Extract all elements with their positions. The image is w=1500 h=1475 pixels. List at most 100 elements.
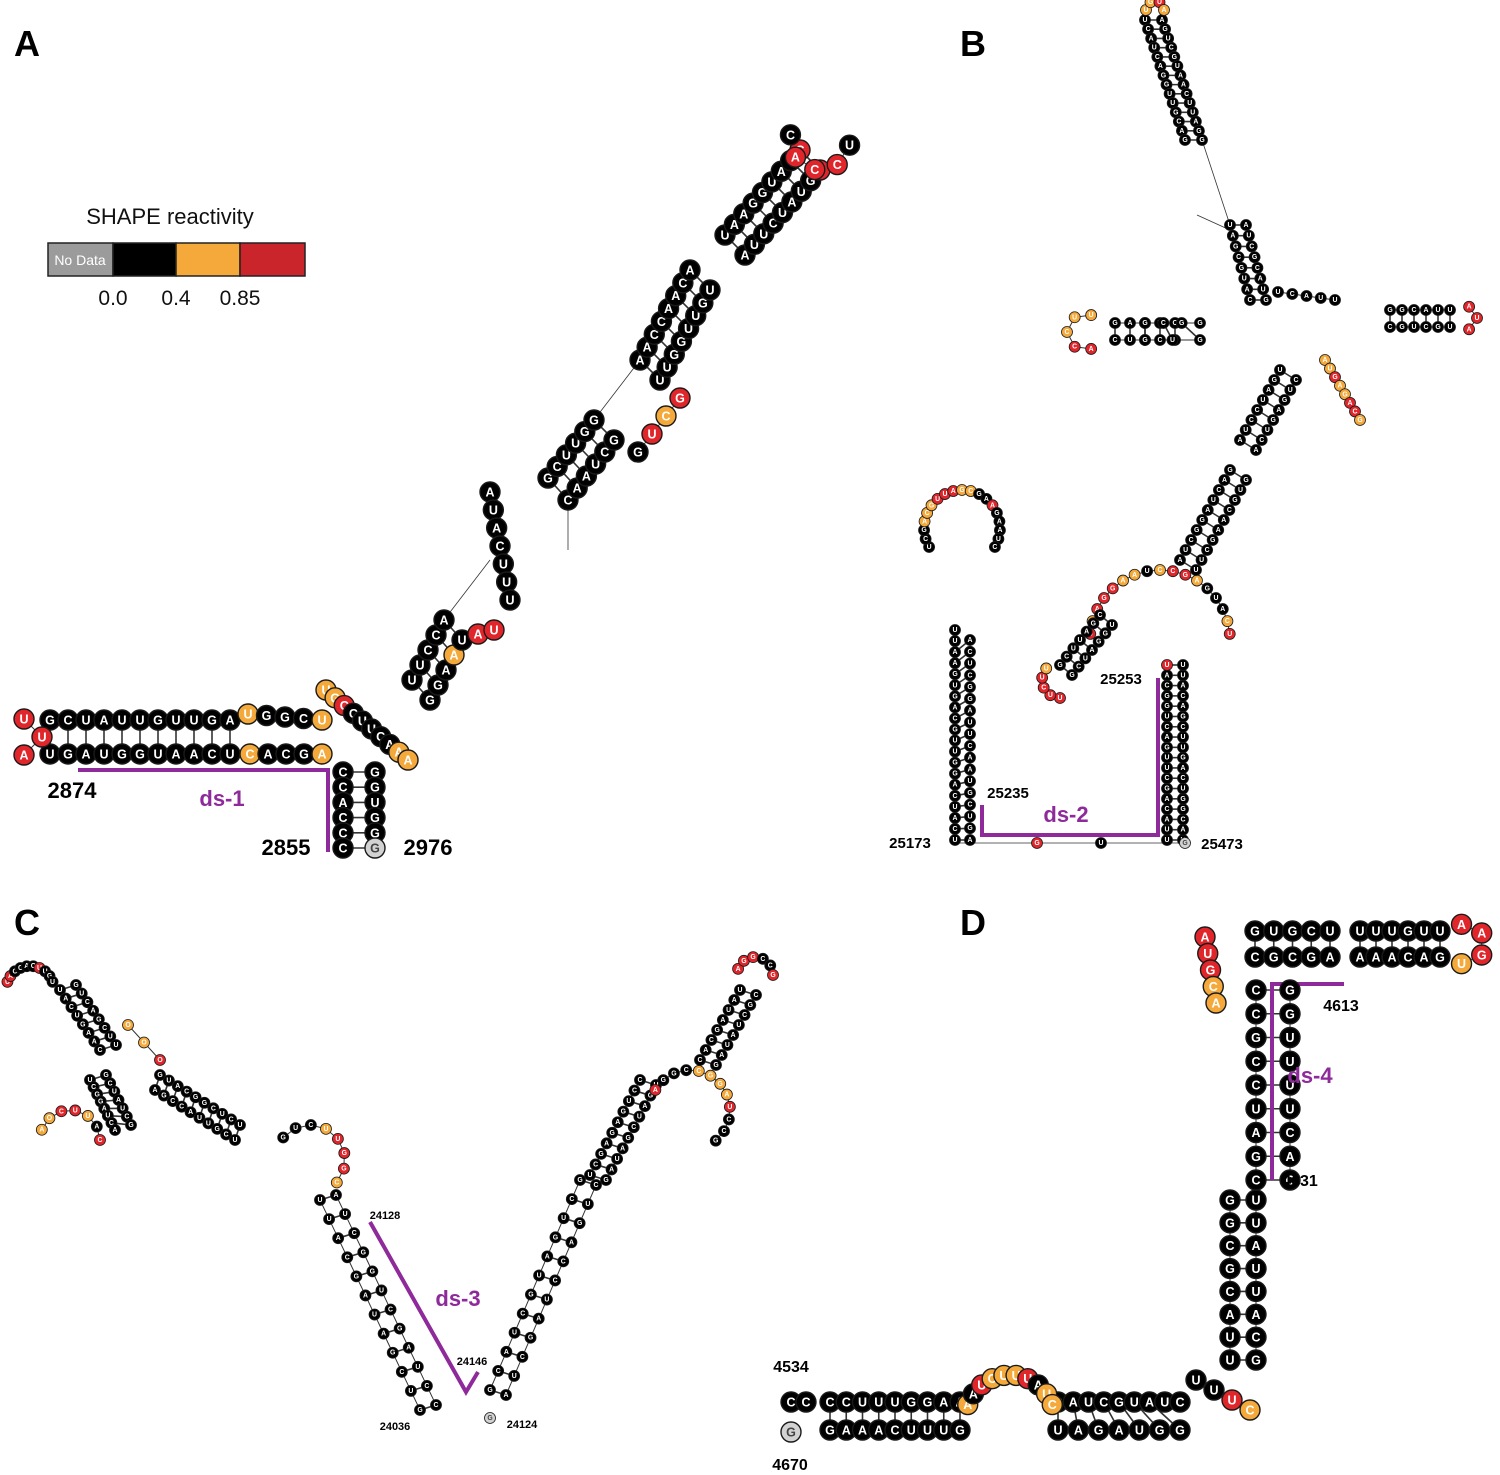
panel-c-right-helix-a-nt-0-letter: U <box>588 1172 593 1179</box>
panel-a-stem1-tail-nt-4-letter: A <box>317 748 326 762</box>
panel-b-inner-loop-nt-0-letter: U <box>1058 695 1063 702</box>
panel-b-arc-nt-16-letter: U <box>1227 631 1232 638</box>
panel-b-arm1-b-nt-6-letter: C <box>1227 507 1232 514</box>
panel-c-v-right-a-nt-5-letter: G <box>528 1292 533 1299</box>
panel-b-right-stem-a-nt-11-letter: C <box>1165 724 1170 731</box>
panel-c-right-helix2-a-nt-6-letter: A <box>732 997 737 1004</box>
panel-b-inner-a-nt-6-letter: C <box>1098 612 1103 619</box>
panel-d-top-loop-nt-2-letter: G <box>1477 948 1487 962</box>
panel-a-loop3-nt-2-circle <box>655 405 677 427</box>
panel-c-right-loop-nt-5-letter: G <box>708 1073 713 1080</box>
panel-c-left-loop2-nt-5-letter: A <box>94 1124 99 1131</box>
panel-d-top-stem-b-b-nt-4-letter: A <box>1419 951 1428 965</box>
panel-b-upper-stem-a-nt-2-letter: A <box>1149 35 1154 42</box>
panel-d-vertical-upper-b-nt-6-letter: C <box>1285 1126 1294 1140</box>
panel-a-stem1-b-nt-0-letter: U <box>45 748 54 762</box>
ds-bracket-3 <box>368 1221 480 1396</box>
panel-a-stem1-tail-nt-1-letter: A <box>263 748 272 762</box>
panel-b-inner-a-nt-4-letter: A <box>1084 629 1089 636</box>
panel-c-right-loop-nt-8-letter: U <box>727 1104 732 1111</box>
panel-a-helix2-bulge-nt-0-letter: A <box>473 628 482 642</box>
panel-a-helix4-a-nt-4-letter: A <box>664 302 673 316</box>
panel-b-right-stem-b-nt-2-letter: C <box>1181 816 1186 823</box>
panel-b-right-stem-b-nt-10-letter: U <box>1181 734 1186 741</box>
panel-a-loop5-nt-4-letter: U <box>845 139 854 153</box>
panel-c-left-helix2-b-nt-6-letter: G <box>128 1122 133 1129</box>
panel-c-left-helix-a-nt-7-letter: C <box>98 1047 103 1054</box>
panel-b-left-hairpin-nt-10-letter: C <box>968 488 973 495</box>
panel-a-loop-nt-1-circle <box>31 726 53 748</box>
panel-a-loop5-nt-0-letter: C <box>786 128 795 142</box>
panel-c-right-helix-a-nt-4-letter: G <box>610 1130 615 1137</box>
panel-a-loop3-nt-0-letter: G <box>633 446 643 460</box>
panel-c-right-helix-a-nt-2-letter: G <box>598 1151 603 1158</box>
panel-d-left-loop-nt-0-letter: A <box>1200 931 1209 945</box>
panel-b-base-g-letter: G <box>1034 840 1039 847</box>
panel-b-cross-right-a-nt-1-letter: G <box>1399 307 1404 314</box>
position-label-24124: 24124 <box>507 1419 538 1431</box>
panel-a-helix3-a-nt-5-circle <box>583 409 605 431</box>
panel-b-upper-stem-b-nt-8-letter: C <box>1184 91 1189 98</box>
panel-b-upper-loop-nt-1-letter: G <box>1148 0 1153 6</box>
panel-b-arm2-b-nt-3-letter: G <box>1270 417 1275 424</box>
panel-b-arm2-a-nt-4-letter: U <box>1260 397 1265 404</box>
panel-b-cross-mid-nt-3-letter: U <box>1318 295 1323 302</box>
panel-c-v-right-a-nt-7-letter: A <box>545 1253 550 1260</box>
legend-tick-1: 0.4 <box>161 287 191 310</box>
panel-d-vertical-upper-a-nt-2-letter: G <box>1251 1031 1261 1045</box>
panel-b-upper-helix2-a-nt-4-letter: G <box>1239 265 1244 272</box>
position-label-2874: 2874 <box>48 778 98 803</box>
shape-reactivity-legend: SHAPE reactivity No Data 0.0 0.4 0.85 <box>47 204 306 310</box>
panel-b-right-stem-a-nt-12-letter: U <box>1165 713 1170 720</box>
panel-a-bulge-nt-1-letter: G <box>262 709 272 723</box>
panel-a-helix3-a-nt-1-letter: C <box>553 460 562 474</box>
panel-c-right-helix2-b-nt-1-letter: A <box>719 1052 724 1059</box>
position-label-2976: 2976 <box>404 835 453 860</box>
panel-c-right-loop-nt-2-letter: G <box>671 1070 676 1077</box>
position-label-4613: 4613 <box>1323 998 1359 1015</box>
panel-c-right-helix-a-nt-1-letter: C <box>593 1161 598 1168</box>
panel-c-right-helix-b-nt-7-letter: A <box>642 1103 647 1110</box>
panel-c-right-helix2-b-nt-2-letter: U <box>725 1042 730 1049</box>
panel-b-left-stem-b-nt-13-letter: G <box>967 684 972 691</box>
panel-c-left-helix-a-nt-6-letter: A <box>92 1038 97 1045</box>
panel-b-right-stem-a-nt-17-letter: U <box>1165 662 1170 669</box>
panel-d-top-stem-a-a-nt-3-letter: C <box>1307 925 1316 939</box>
panel-d-top-stem-a-b-nt-2-letter: C <box>1288 951 1297 965</box>
position-label-24036: 24036 <box>380 1421 411 1433</box>
panel-d-vertical-lower-b-nt-3-letter: U <box>1251 1262 1260 1276</box>
panel-b-cross-left-b-a-nt-2-letter: G <box>1179 320 1184 327</box>
panel-c-mid-helix-b-nt-5-letter: U <box>197 1115 202 1122</box>
panel-c-mid-helix-a-nt-9-letter: U <box>238 1122 243 1129</box>
panel-letter-c: C <box>14 902 40 943</box>
panel-a-helix3-a-nt-0-letter: G <box>543 472 553 486</box>
panel-c-right-helix-b-nt-3-letter: A <box>620 1145 625 1152</box>
panel-b-right-stem-b-nt-13-letter: A <box>1181 703 1186 710</box>
panel-a-helix2-a-nt-2-letter: C <box>423 644 432 658</box>
panel-b-upper-stem-b-nt-13-letter: G <box>1199 137 1204 144</box>
panel-c-right-helix-a-nt-7-letter: U <box>626 1098 631 1105</box>
panel-b-left-stem-b-nt-4-letter: G <box>967 790 972 797</box>
panel-a-helix5-b-nt-6-letter: U <box>797 185 806 199</box>
panel-b-right-stem-b-nt-5-letter: U <box>1181 786 1186 793</box>
panel-b-upper-stem-b-nt-11-letter: A <box>1193 119 1198 126</box>
panel-b-arc-nt-11-letter: A <box>1194 578 1199 585</box>
panel-d-bottom-stem-a-b-nt-3-letter: A <box>874 1424 883 1438</box>
panel-c-v-right-a-nt-6-letter: U <box>537 1272 542 1279</box>
panel-b-arc-nt-7-letter: U <box>1145 568 1150 575</box>
panel-b-left-stem-b-nt-2-letter: U <box>968 813 973 820</box>
panel-d-top-stem-b-b-nt-2-letter: A <box>1387 951 1396 965</box>
panel-b-cross-left-b-b-nt-0-letter: G <box>1142 337 1147 344</box>
panel-b-right-stem-b-nt-16-letter: U <box>1181 672 1186 679</box>
panel-d-bottom-stem-b-a-nt-1-letter: A <box>1069 1396 1078 1410</box>
panel-a-loop5-nt-1-letter: A <box>791 151 800 165</box>
panel-c-v-right-b-nt-6-letter: C <box>553 1277 558 1284</box>
panel-b-side-loop-nt-5-letter: A <box>1348 400 1353 407</box>
panel-b-inner-a-nt-5-letter: G <box>1091 620 1096 627</box>
panel-a-helix5-b-nt-0-letter: A <box>740 249 749 263</box>
panel-c-left-helix-b-nt-0-letter: G <box>73 982 78 989</box>
panel-c-v-right-a-nt-2-letter: A <box>504 1349 509 1356</box>
panel-a-junction-nt-9-circle <box>397 749 419 771</box>
panel-d-bottom-loop-nt-9-letter: C <box>1048 1398 1057 1412</box>
panel-b-cross-left-a-a-nt-0-letter: G <box>1112 320 1117 327</box>
